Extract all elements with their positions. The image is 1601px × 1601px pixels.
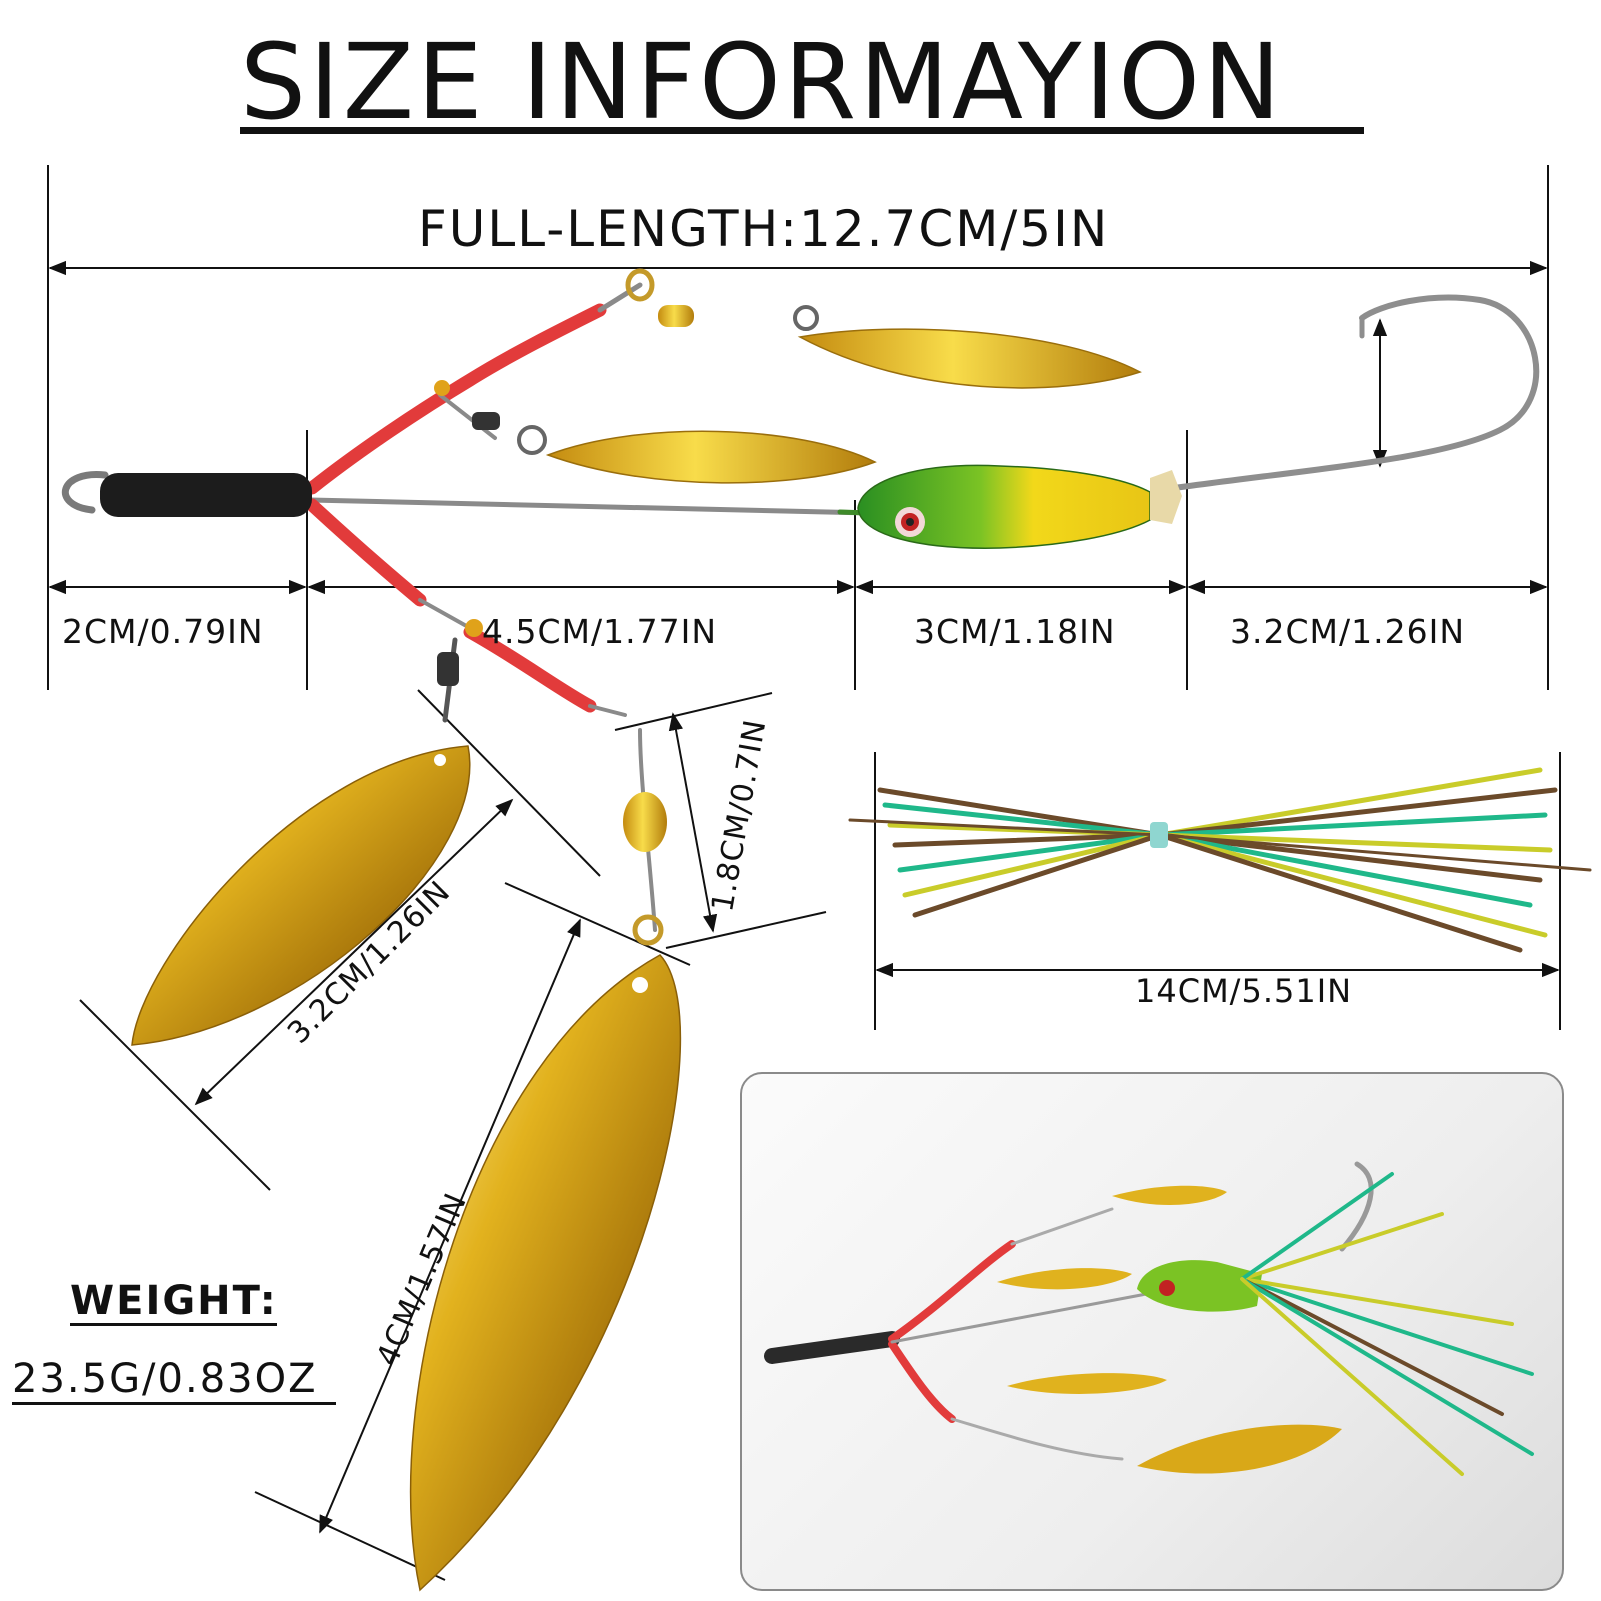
barrel-swivel [623,792,667,852]
upper-arm-tube [305,303,607,495]
small-blade [131,745,471,1046]
swivel-arrow [668,712,718,933]
weight-value: 23.5G/0.83OZ [12,1356,318,1402]
silicone-skirt-icon [848,767,1592,953]
large-blade-arrow [319,918,581,1534]
large-blade-ext-top [504,882,691,966]
segment-3-label: 3CM/1.18IN [914,612,1116,651]
lower-arm-tube [305,498,427,607]
spinnerbait-lure-icon [61,268,1540,1592]
segment-1-label: 2CM/0.79IN [62,612,264,651]
small-blade-ext-b [79,999,271,1191]
lure-head [857,464,1151,549]
main-wire [307,497,873,516]
skirt-length-label: 14CM/5.51IN [1135,972,1353,1010]
swivel-ext-top [614,692,773,731]
middle-blade [545,430,877,484]
swivel-ext-bottom [665,911,827,949]
dimension-lines [47,165,1561,1581]
large-blade [409,954,682,1592]
full-length-label: FULL-LENGTH:12.7CM/5IN [418,200,1110,258]
black-sleeve [100,473,312,517]
weight-title: WEIGHT: [70,1278,278,1324]
title-underline [240,127,1364,134]
weight-title-underline [70,1323,277,1326]
segment-2-label: 4.5CM/1.77IN [482,612,718,651]
page-title: SIZE INFORMAYION [240,21,1284,143]
small-blade-ext-a [417,689,601,877]
large-blade-ext-bottom [254,1491,446,1581]
hook-shank [1157,294,1540,493]
photo-illustration [764,1161,1534,1476]
segment-4-label: 3.2CM/1.26IN [1230,612,1466,651]
weight-value-underline [12,1402,336,1405]
upper-blade [797,328,1142,389]
lure-photo-icon [740,1072,1564,1591]
